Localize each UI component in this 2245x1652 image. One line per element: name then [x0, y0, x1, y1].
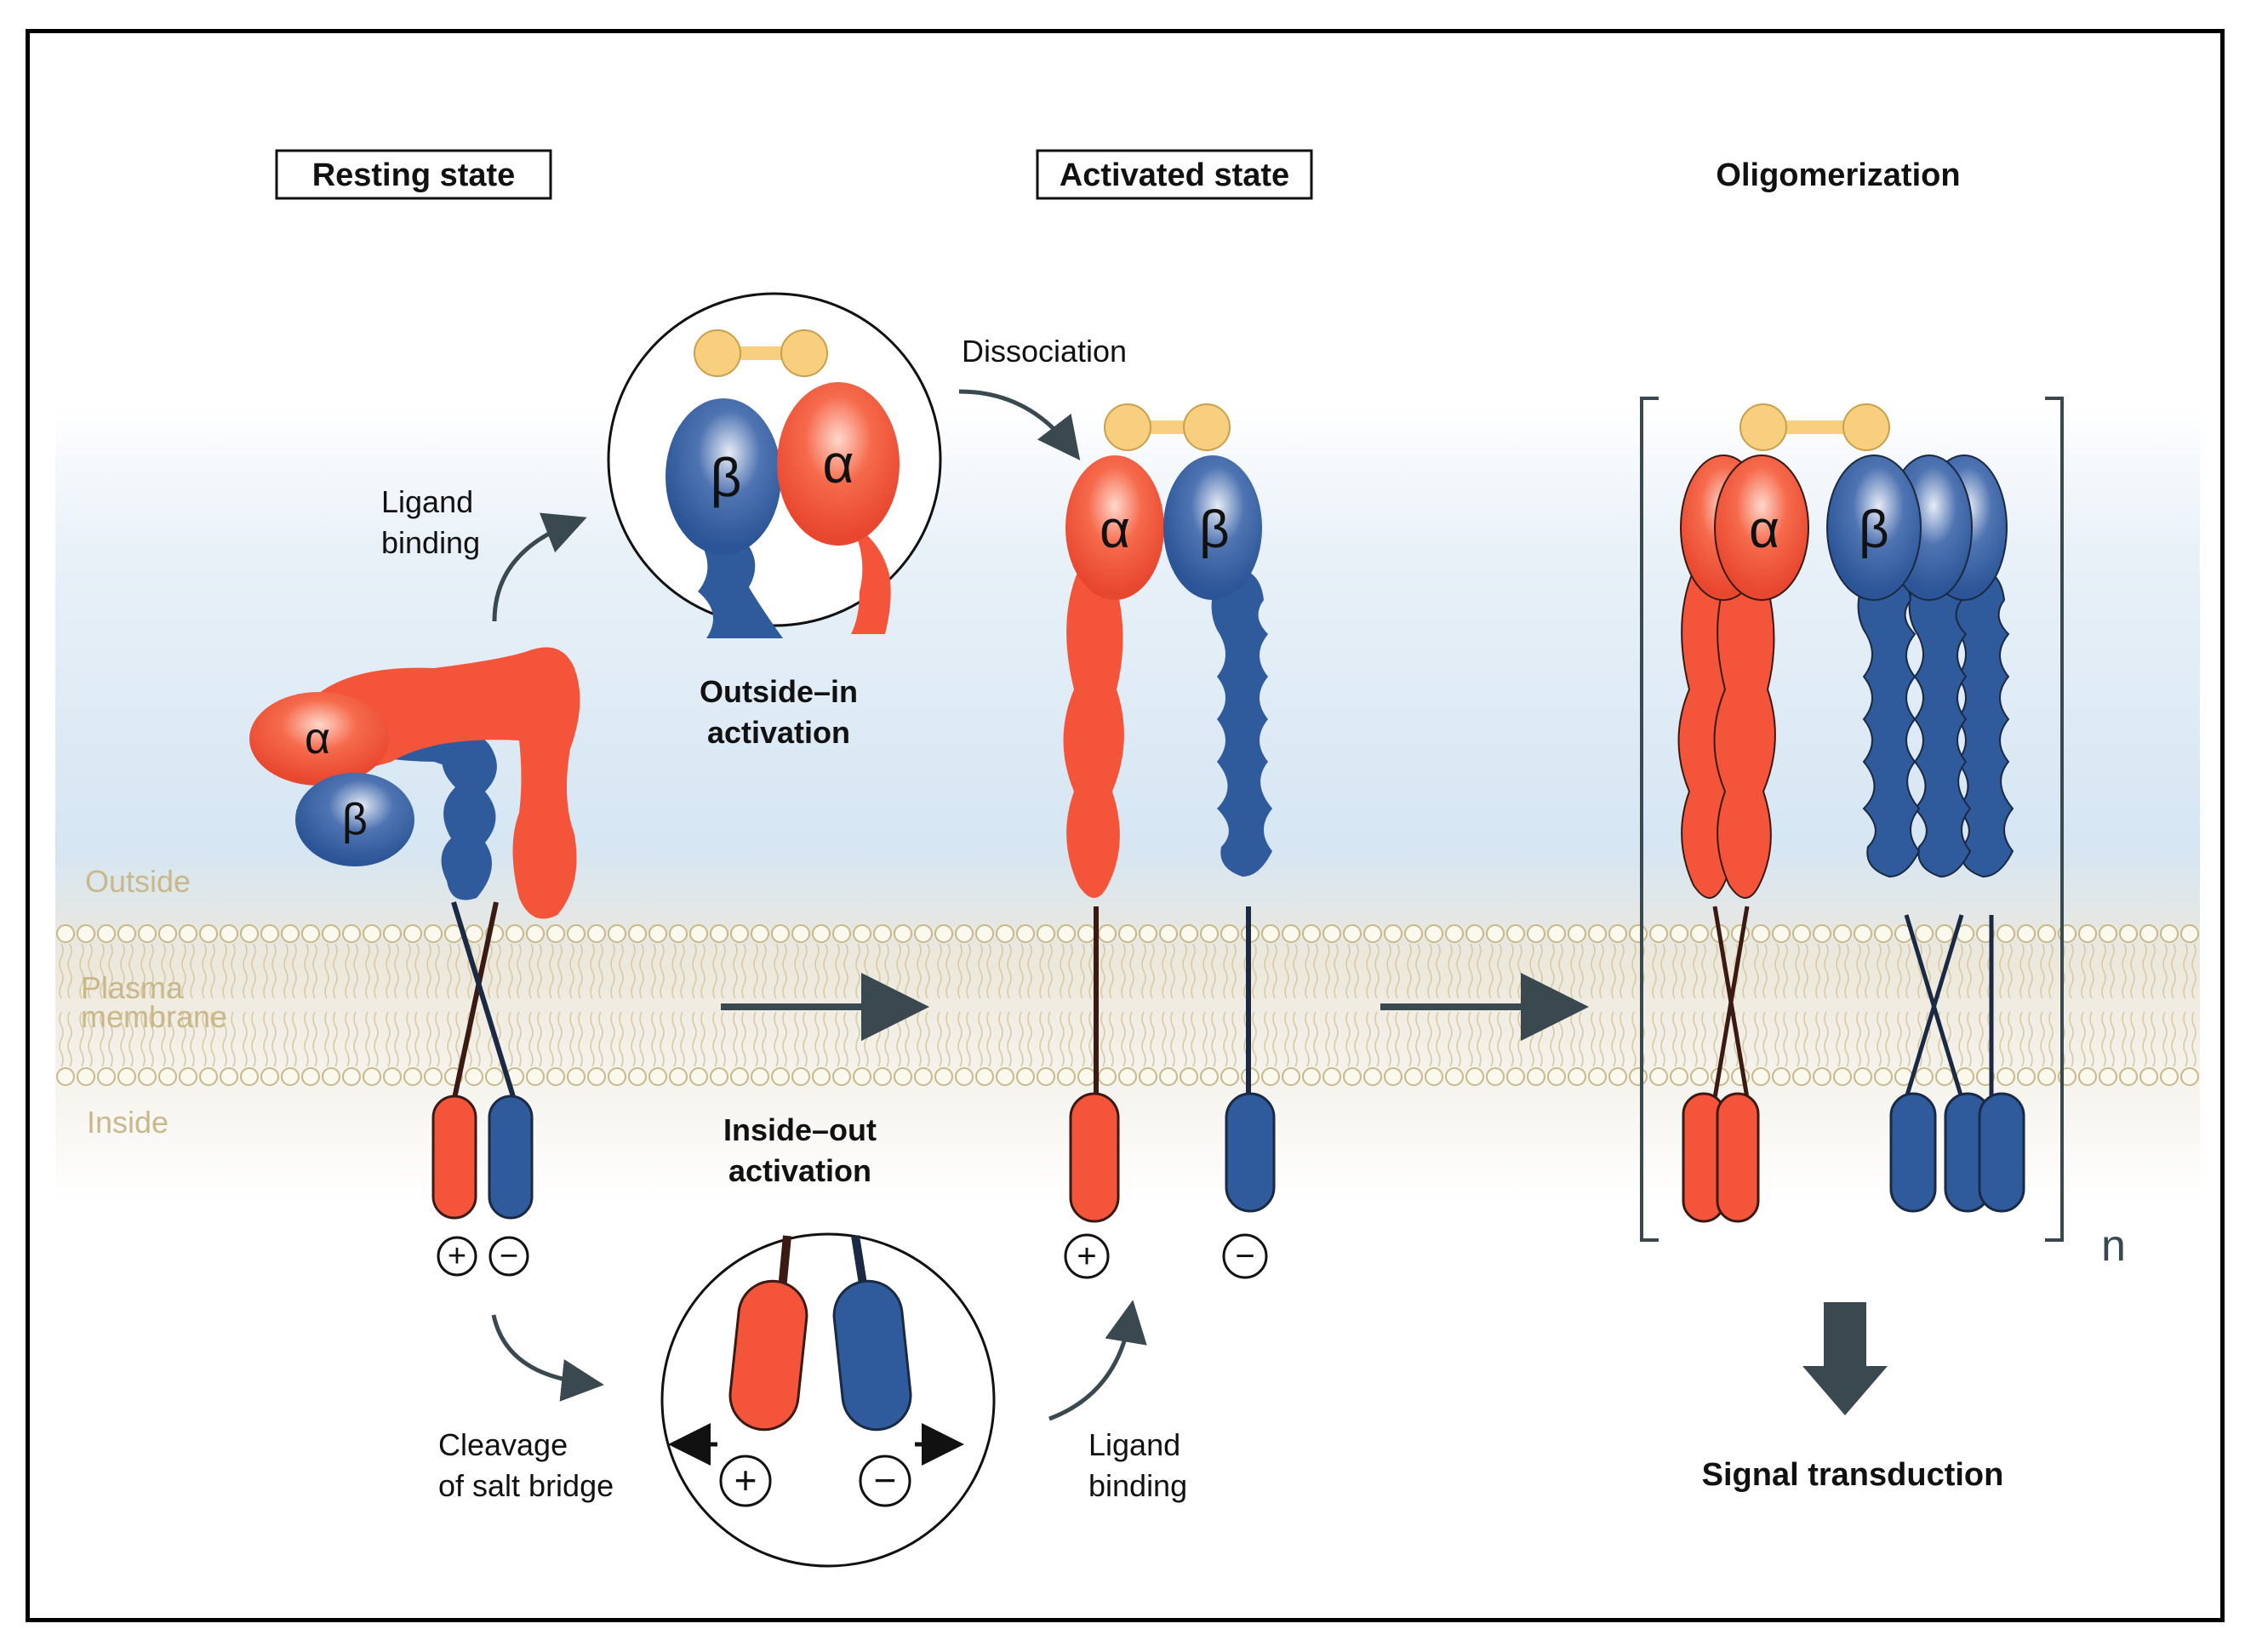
- resting-state-header: Resting state: [312, 157, 516, 193]
- plasma-label: Plasma: [81, 970, 184, 1005]
- inside-label: Inside: [87, 1105, 169, 1140]
- resting-alpha-label: α: [305, 714, 330, 763]
- ligand-binding-top-arrow: [492, 512, 587, 622]
- activated-alpha-label: α: [1100, 500, 1130, 559]
- resting-integrin: α β + −: [249, 647, 580, 1277]
- resting-minus-charge: −: [500, 1238, 518, 1274]
- inset-minus-charge: −: [874, 1458, 897, 1502]
- activated-integrin: α β + −: [1063, 403, 1276, 1279]
- activated-state-header: Activated state: [1060, 157, 1289, 193]
- activated-ligand: [1104, 403, 1231, 451]
- resting-plus-charge: +: [448, 1238, 466, 1274]
- oligomer-bracket: [1640, 397, 2064, 1242]
- resting-beta-label: β: [342, 795, 368, 844]
- activated-beta-label: β: [1199, 500, 1230, 559]
- outside-in-inset: β α: [607, 292, 942, 638]
- figure-frame: Outside Plasma membrane Inside Resting s…: [26, 29, 2225, 1622]
- cleavage-label-line1: Cleavage: [438, 1427, 568, 1462]
- outside-in-label-line1: Outside–in: [700, 674, 858, 709]
- outside-label: Outside: [85, 864, 191, 899]
- ligand-binding-top-line2: binding: [381, 525, 480, 560]
- signal-transduction-arrow: [1802, 1302, 1888, 1415]
- oligomer-alpha-label: α: [1749, 500, 1779, 559]
- inset-beta-label: β: [711, 447, 742, 508]
- activated-plus-charge: +: [1077, 1238, 1096, 1275]
- membrane-label: membrane: [81, 999, 227, 1034]
- signal-transduction-label: Signal transduction: [1702, 1457, 2004, 1493]
- inside-out-inset: + −: [660, 1232, 996, 1568]
- ligand-binding-bottom-line1: Ligand: [1088, 1427, 1180, 1462]
- oligomerization-header: Oligomerization: [1716, 157, 1960, 193]
- inset-plus-charge: +: [734, 1458, 757, 1502]
- inside-out-label-line2: activation: [728, 1153, 871, 1188]
- activated-state-box: [1036, 149, 1313, 200]
- ligand-binding-top-line1: Ligand: [381, 484, 473, 519]
- integrin-activation-diagram: Outside Plasma membrane Inside Resting s…: [55, 149, 2200, 1568]
- ligand-binding-bottom-line2: binding: [1088, 1468, 1187, 1503]
- oligomer-ligand: [1739, 403, 1890, 451]
- resting-state-box: [275, 149, 552, 200]
- inside-out-label-line1: Inside–out: [723, 1112, 877, 1147]
- oligomer-integrins: α β: [1677, 403, 2025, 1223]
- cleavage-label-line2: of salt bridge: [438, 1468, 614, 1503]
- inset-ligand: [694, 329, 828, 377]
- activated-minus-charge: −: [1235, 1238, 1254, 1275]
- dissociation-label: Dissociation: [962, 334, 1127, 369]
- dissociation-arrow: [958, 389, 1081, 460]
- ligand-binding-bottom-arrow: [1048, 1300, 1147, 1421]
- oligomer-beta-label: β: [1859, 500, 1889, 559]
- inset-alpha-label: α: [823, 433, 854, 494]
- outside-in-label-line2: activation: [707, 715, 850, 750]
- cleavage-arrow: [491, 1314, 604, 1402]
- plasma-membrane: [55, 923, 2200, 1087]
- oligomer-n-label: n: [2101, 1221, 2126, 1271]
